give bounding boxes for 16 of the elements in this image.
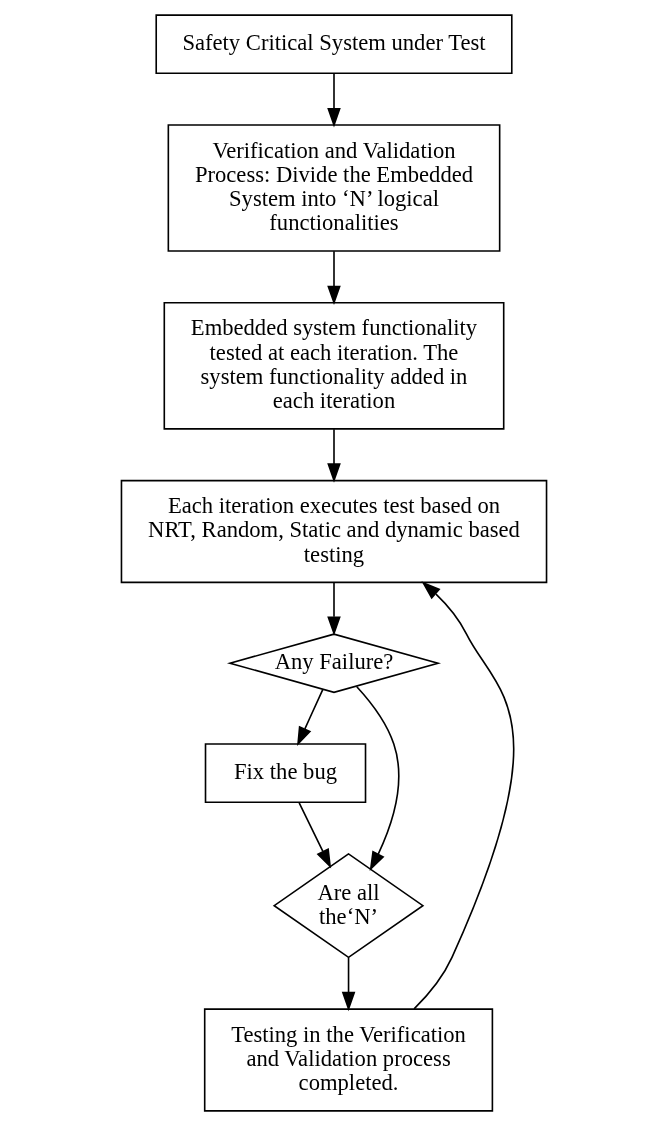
- node-box: Each iteration executes test based on NRT, Random, Static and dynamic based testing: [120, 479, 547, 584]
- node-box: Fix the bug: [204, 743, 366, 803]
- node-diamond: Any Failure?: [226, 633, 441, 694]
- node-box: Verification and Validation Process: Divide the Embedded System into ‘N’ logical functionalities: [167, 124, 500, 252]
- node-box: Embedded system functionality tested at each iteration. The system functionality added in each iteration: [163, 302, 504, 430]
- arrow: [326, 581, 341, 636]
- arrow: [412, 581, 514, 1010]
- arrow: [296, 688, 324, 747]
- arrow: [355, 685, 399, 871]
- arrow: [326, 72, 341, 128]
- arrow: [341, 956, 355, 1012]
- node-box: Safety Critical System under Test: [154, 14, 513, 75]
- arrow: [297, 801, 331, 869]
- arrow: [326, 428, 341, 483]
- node-box: Testing in the Verification and Validation process completed.: [203, 1008, 493, 1112]
- arrow: [326, 250, 341, 306]
